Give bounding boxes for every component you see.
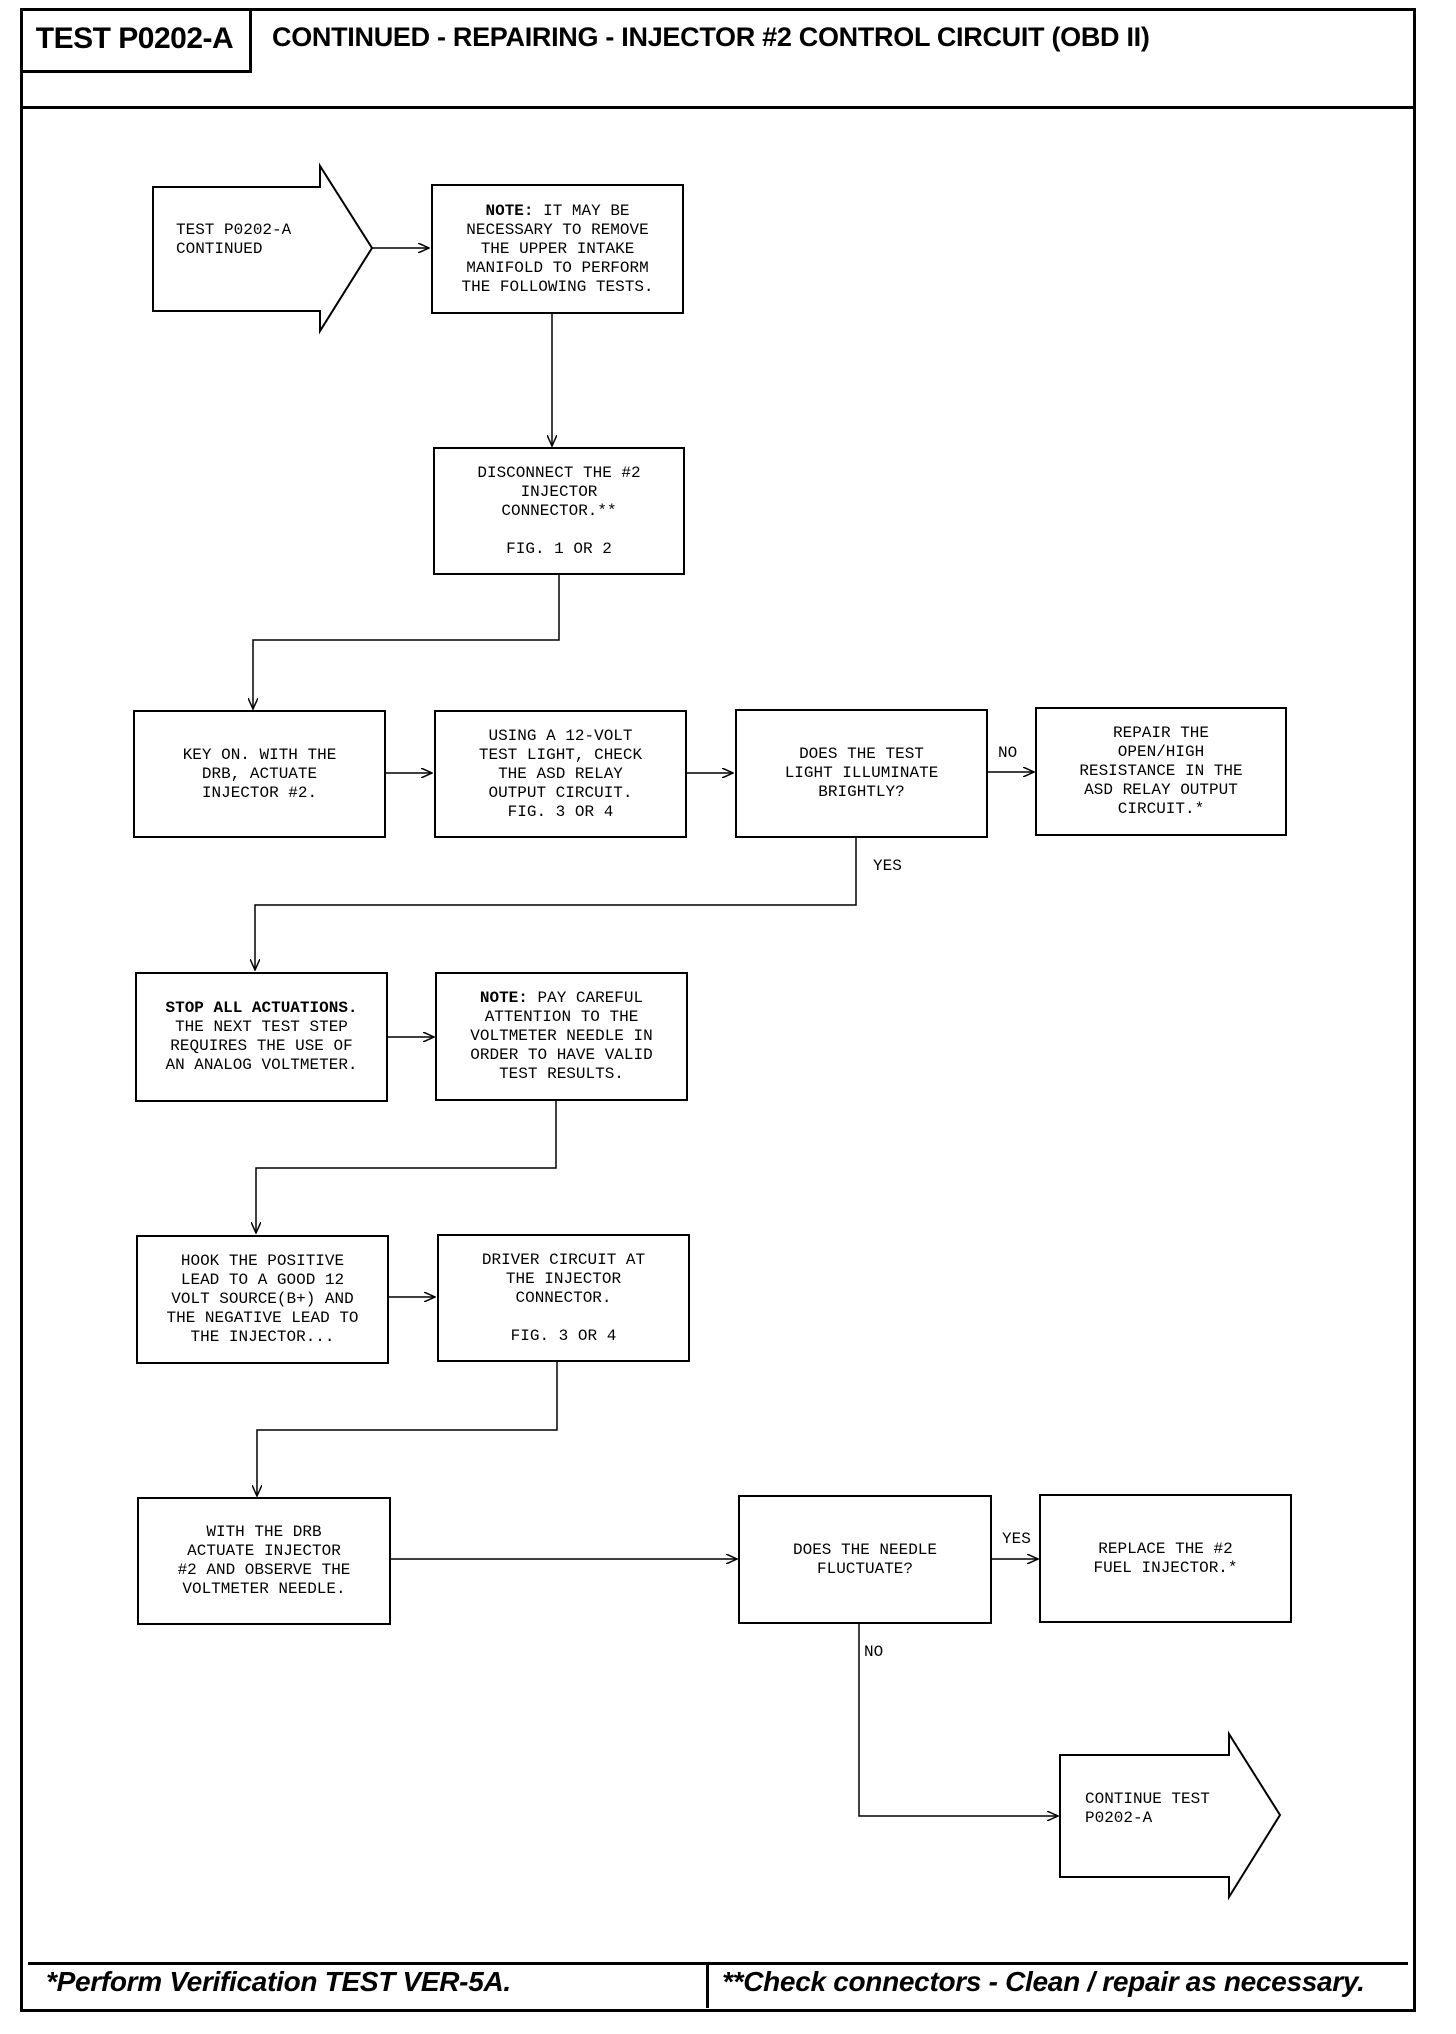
- footer-left-note: *Perform Verification TEST VER-5A.: [46, 1966, 511, 1997]
- note2-bold: NOTE:: [479, 989, 528, 1007]
- step-stop-actuations: STOP ALL ACTUATIONS. THE NEXT TEST STEP …: [135, 972, 388, 1102]
- label-no-2: NO: [864, 1643, 884, 1661]
- question-light-illuminate: DOES THE TEST LIGHT ILLUMINATE BRIGHTLY?: [735, 709, 988, 838]
- connector-disconnect-to-key: [253, 575, 560, 709]
- label-no-1: NO: [998, 744, 1018, 762]
- test-id: TEST P0202-A: [20, 8, 252, 73]
- page-title: CONTINUED - REPAIRING - INJECTOR #2 CONT…: [272, 22, 1150, 52]
- step-key-on: KEY ON. WITH THE DRB, ACTUATE INJECTOR #…: [133, 710, 386, 838]
- footer-divider: [28, 1962, 1408, 1965]
- step-disconnect-connector: DISCONNECT THE #2 INJECTOR CONNECTOR.** …: [433, 447, 685, 575]
- note1-bold: NOTE:: [485, 201, 534, 220]
- footer-column-divider: [706, 1962, 709, 2008]
- step-hook-leads: HOOK THE POSITIVE LEAD TO A GOOD 12 VOLT…: [136, 1235, 389, 1364]
- connector-driver-to-observe: [257, 1362, 558, 1496]
- label-yes-1: YES: [873, 857, 902, 875]
- footer-right-note: **Check connectors - Clean / repair as n…: [722, 1966, 1365, 1997]
- stop-bold: STOP ALL ACTUATIONS.: [165, 999, 358, 1017]
- connector-note2-to-hook: [256, 1101, 557, 1233]
- note-remove-manifold: NOTE: IT MAY BE NECESSARY TO REMOVE THE …: [431, 184, 684, 314]
- step-replace-injector: REPLACE THE #2 FUEL INJECTOR.*: [1039, 1494, 1292, 1623]
- connector-fluctuate-no: [858, 1624, 1058, 1816]
- note2-text: PAY CAREFUL ATTENTION TO THE VOLTMETER N…: [470, 989, 653, 1083]
- connector-question-yes: [255, 838, 857, 970]
- question-needle-fluctuate: DOES THE NEEDLE FLUCTUATE?: [738, 1495, 992, 1624]
- step-driver-circuit: DRIVER CIRCUIT AT THE INJECTOR CONNECTOR…: [437, 1234, 690, 1362]
- start-arrow-label: TEST P0202-A CONTINUED: [176, 221, 292, 258]
- step-test-light: USING A 12-VOLT TEST LIGHT, CHECK THE AS…: [434, 710, 687, 838]
- end-arrow-shape: [1059, 1730, 1282, 1901]
- end-arrow-label: CONTINUE TEST P0202-A: [1085, 1790, 1210, 1827]
- stop-text: THE NEXT TEST STEP REQUIRES THE USE OF A…: [165, 1018, 358, 1074]
- step-repair-asd-circuit: REPAIR THE OPEN/HIGH RESISTANCE IN THE A…: [1035, 707, 1287, 836]
- step-observe-needle: WITH THE DRB ACTUATE INJECTOR #2 AND OBS…: [137, 1497, 391, 1625]
- label-yes-2: YES: [1002, 1530, 1031, 1548]
- note1-text: IT MAY BE NECESSARY TO REMOVE THE UPPER …: [461, 201, 654, 296]
- page-frame: [20, 8, 1416, 2012]
- note-voltmeter-needle: NOTE: PAY CAREFUL ATTENTION TO THE VOLTM…: [435, 972, 688, 1101]
- header-divider: [20, 106, 1416, 109]
- start-arrow-shape: [152, 162, 374, 335]
